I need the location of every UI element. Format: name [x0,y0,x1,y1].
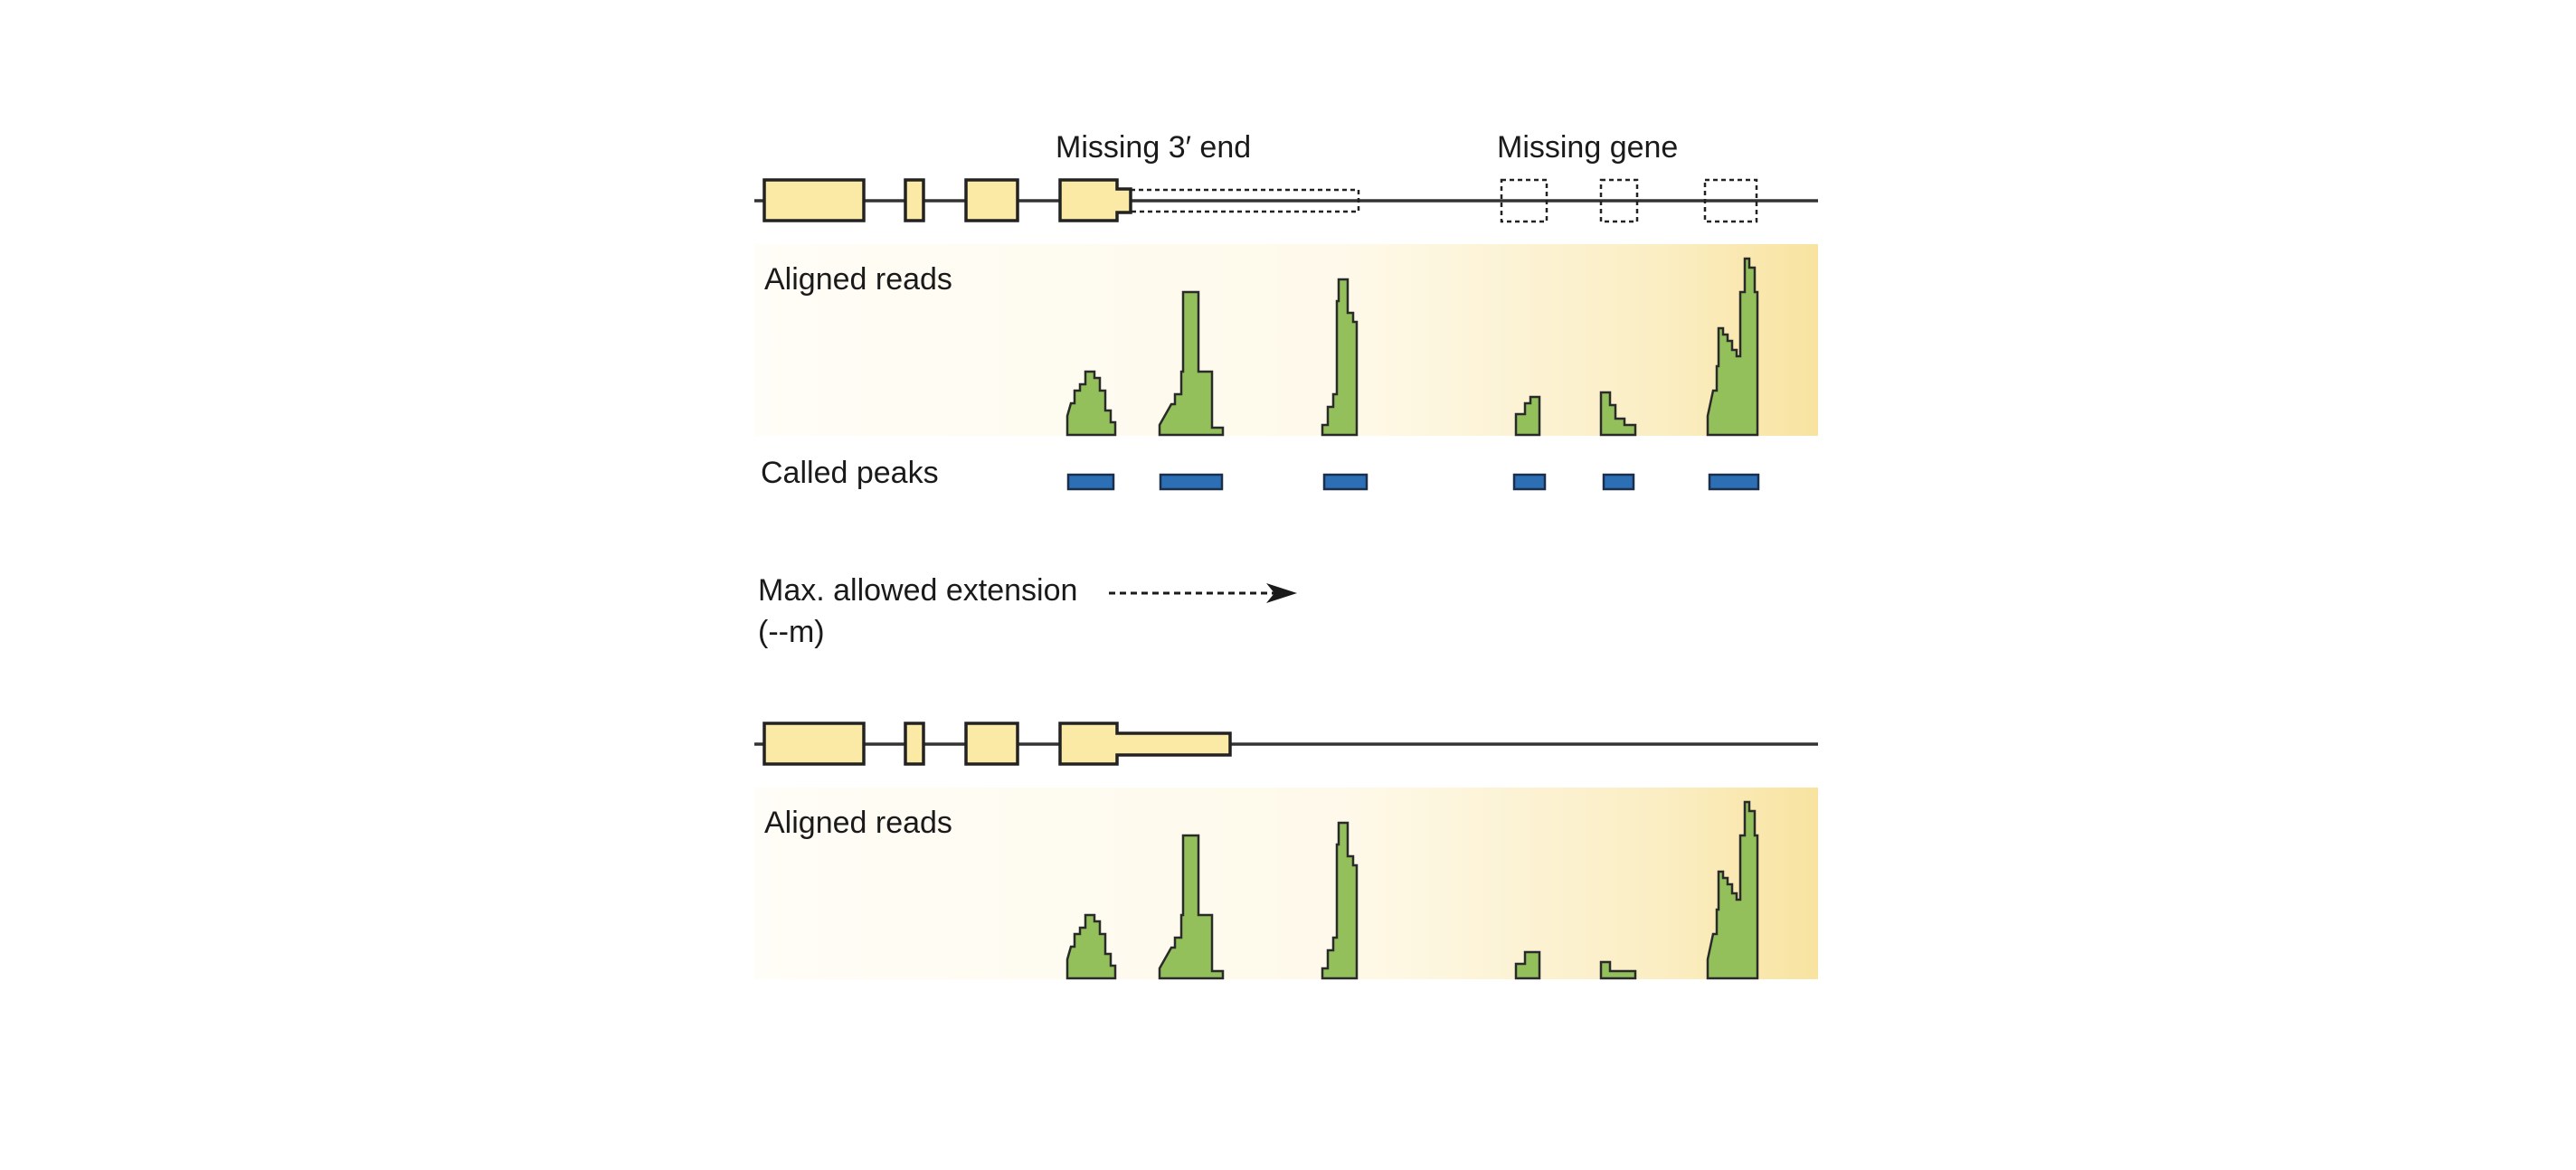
top-read-coverage [1065,257,1759,437]
called-peaks [1066,473,1760,491]
called-peak-5 [1602,473,1635,491]
top-aligned-reads-label: Aligned reads [764,262,952,297]
missing-3prime-box [1129,188,1360,213]
top-exon-1 [762,178,866,222]
top-read-peak-6 [1706,257,1759,437]
bottom-exon-1 [762,722,866,766]
called-peaks-label: Called peaks [761,456,939,490]
top-reads-band [754,244,1818,436]
top-read-peak-4 [1514,395,1541,437]
called-peak-3 [1322,473,1368,491]
missing-gene-exon-1 [1500,178,1548,223]
max-extension-param-label: (--m) [758,615,825,649]
called-peak-6 [1708,473,1760,491]
arrowhead-icon [1266,583,1297,603]
missing-gene-label: Missing gene [1497,130,1678,165]
bottom-exon-2 [904,722,925,766]
max-extension-label: Max. allowed extension [758,573,1077,608]
top-read-peak-3 [1321,278,1359,437]
bottom-exon-3 [964,722,1019,766]
bottom-read-peak-5 [1599,960,1637,980]
top-exon-4 [1058,178,1132,222]
bottom-exon-4-extended [1058,722,1232,766]
top-exon-3 [964,178,1019,222]
bottom-reads-band [754,788,1818,979]
bottom-panel: Aligned reads [754,722,1818,980]
max-extension: Max. allowed extension (--m) [758,573,1297,649]
called-peak-1 [1066,473,1115,491]
bottom-read-peak-1 [1065,913,1117,980]
top-gene-model [754,178,1818,223]
top-read-peak-5 [1599,391,1637,437]
called-peak-4 [1512,473,1547,491]
bottom-read-peak-2 [1158,834,1225,980]
bottom-read-peak-6 [1706,800,1759,980]
top-panel: Missing 3′ end Missing gene Aligned read… [754,130,1818,491]
bottom-gene-model [754,722,1818,766]
missing-gene-exon-3 [1703,178,1758,223]
bottom-read-coverage [1065,800,1759,980]
bottom-read-peak-4 [1514,950,1541,980]
top-read-peak-2 [1158,290,1225,437]
bottom-aligned-reads-label: Aligned reads [764,806,952,840]
top-read-peak-1 [1065,370,1117,437]
bottom-read-peak-3 [1321,821,1359,980]
missing-gene-exon-2 [1599,178,1639,223]
called-peak-2 [1159,473,1224,491]
missing-3prime-label: Missing 3′ end [1056,130,1251,165]
top-exon-2 [904,178,925,222]
